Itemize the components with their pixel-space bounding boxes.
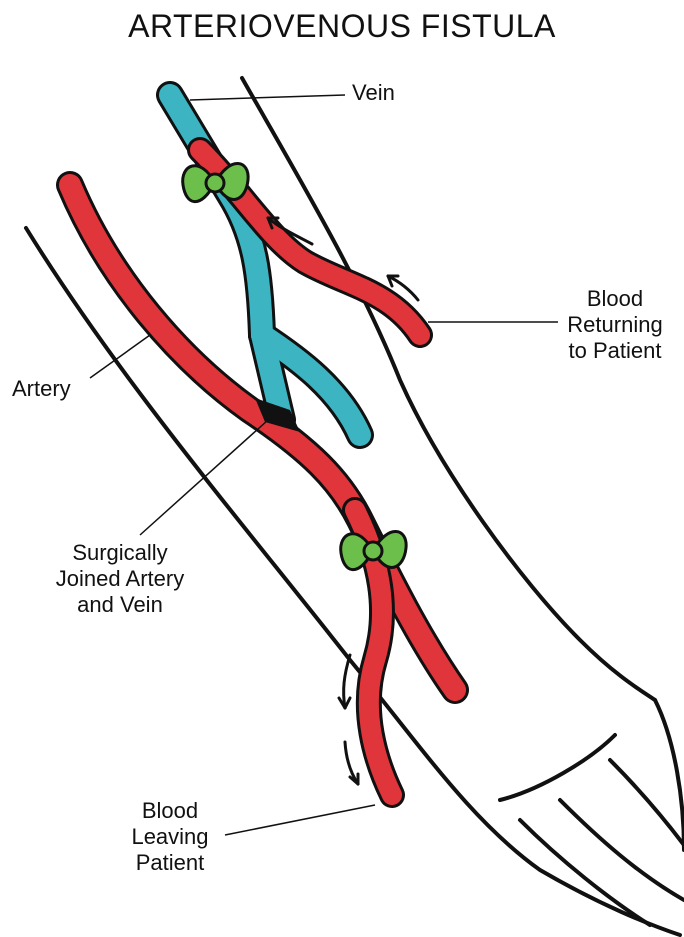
hand-finger-2	[560, 800, 684, 900]
blood-returning-line-1: Blood	[560, 286, 670, 312]
surgical-joint-label: Surgically Joined Artery and Vein	[30, 540, 210, 618]
surgical-joint-line-2: Joined Artery	[30, 566, 210, 592]
vein-label-text: Vein	[352, 80, 395, 106]
hand-finger-3	[610, 760, 684, 845]
blood-leaving-label: Blood Leaving Patient	[115, 798, 225, 876]
vein-label: Vein	[352, 80, 395, 106]
arm-inner-edge	[242, 78, 655, 700]
artery-label-text: Artery	[12, 376, 71, 402]
artery-label: Artery	[12, 376, 71, 402]
surgical-joint-line-3: and Vein	[30, 592, 210, 618]
artery-leader	[90, 335, 150, 378]
surgical-joint-line-1: Surgically	[30, 540, 210, 566]
blood-returning-line-2: Returning	[560, 312, 670, 338]
joint-leader	[140, 420, 268, 535]
hand-thumb	[500, 735, 615, 800]
blood-leaving-line-1: Blood	[115, 798, 225, 824]
leaving-leader	[225, 805, 375, 835]
vein-leader	[190, 95, 345, 100]
blood-returning-label: Blood Returning to Patient	[560, 286, 670, 364]
blood-leaving-line-2: Leaving	[115, 824, 225, 850]
blood-leaving-line-3: Patient	[115, 850, 225, 876]
hand-finger-1	[520, 820, 650, 925]
blood-returning-line-3: to Patient	[560, 338, 670, 364]
